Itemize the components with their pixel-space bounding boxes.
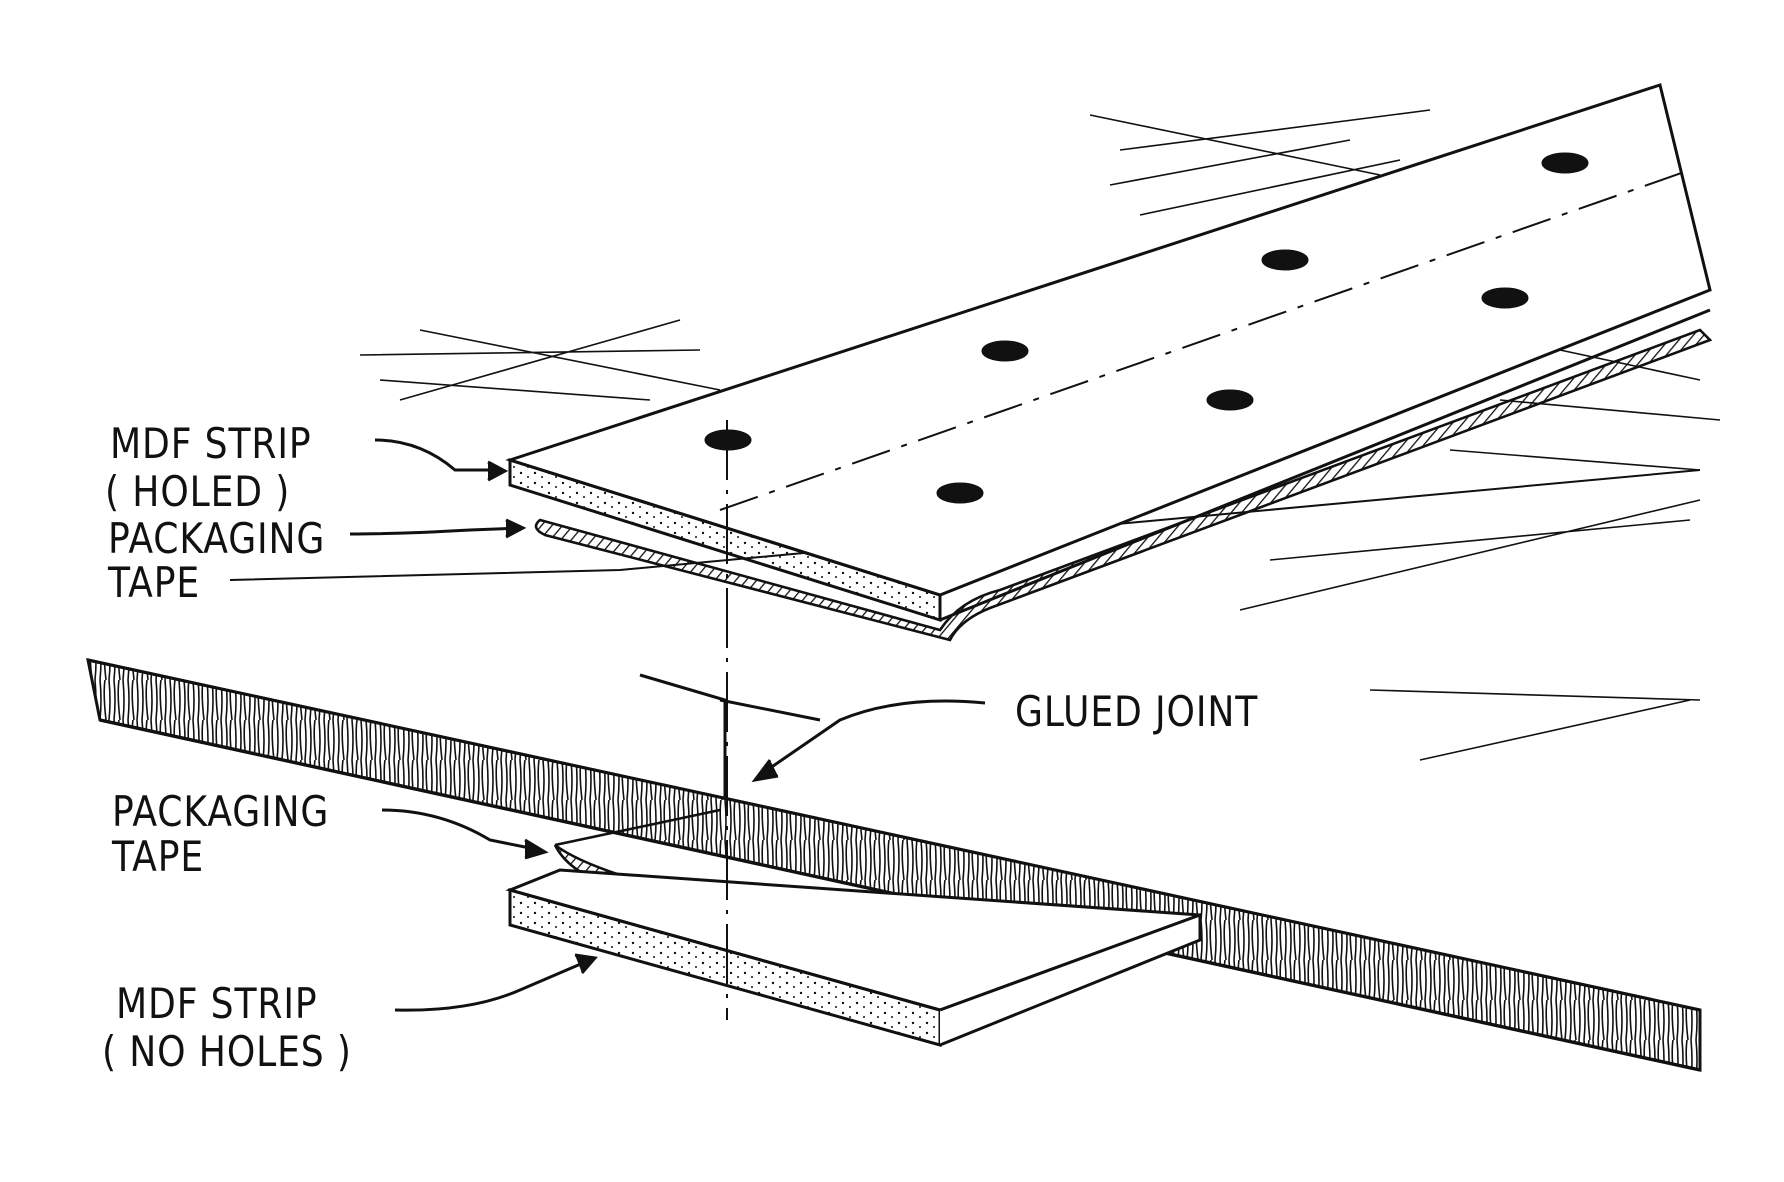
mdf-strip-holed [505, 83, 1712, 623]
surface-sketch-lines [359, 109, 1721, 761]
label-mdf-strip-no-holes: MDF STRIP [116, 979, 318, 1028]
label-packaging-tape-top: PACKAGING [108, 514, 326, 563]
arrow-mdf-holed [374, 438, 500, 472]
label-no-holes-note: ( NO HOLES ) [102, 1027, 352, 1076]
mdf-strip-no-holes [505, 868, 1202, 1047]
packaging-tape-top [534, 328, 1713, 642]
label-packaging-tape-bottom-2: TAPE [112, 832, 205, 881]
arrow-glued-joint [759, 699, 986, 777]
label-glued-joint: GLUED JOINT [1015, 687, 1259, 736]
glued-joint-line [639, 673, 821, 800]
arrow-tape-bottom [381, 808, 541, 852]
leader-arrows [349, 438, 986, 1012]
label-holed-note: ( HOLED ) [105, 467, 291, 516]
label-packaging-tape-top-2: TAPE [108, 558, 201, 607]
label-mdf-strip-holed: MDF STRIP [110, 419, 312, 468]
main-board [86, 469, 1702, 1072]
label-packaging-tape-bottom: PACKAGING [112, 787, 330, 836]
arrow-mdf-no-holes [394, 958, 591, 1012]
arrow-tape-top [349, 526, 521, 536]
